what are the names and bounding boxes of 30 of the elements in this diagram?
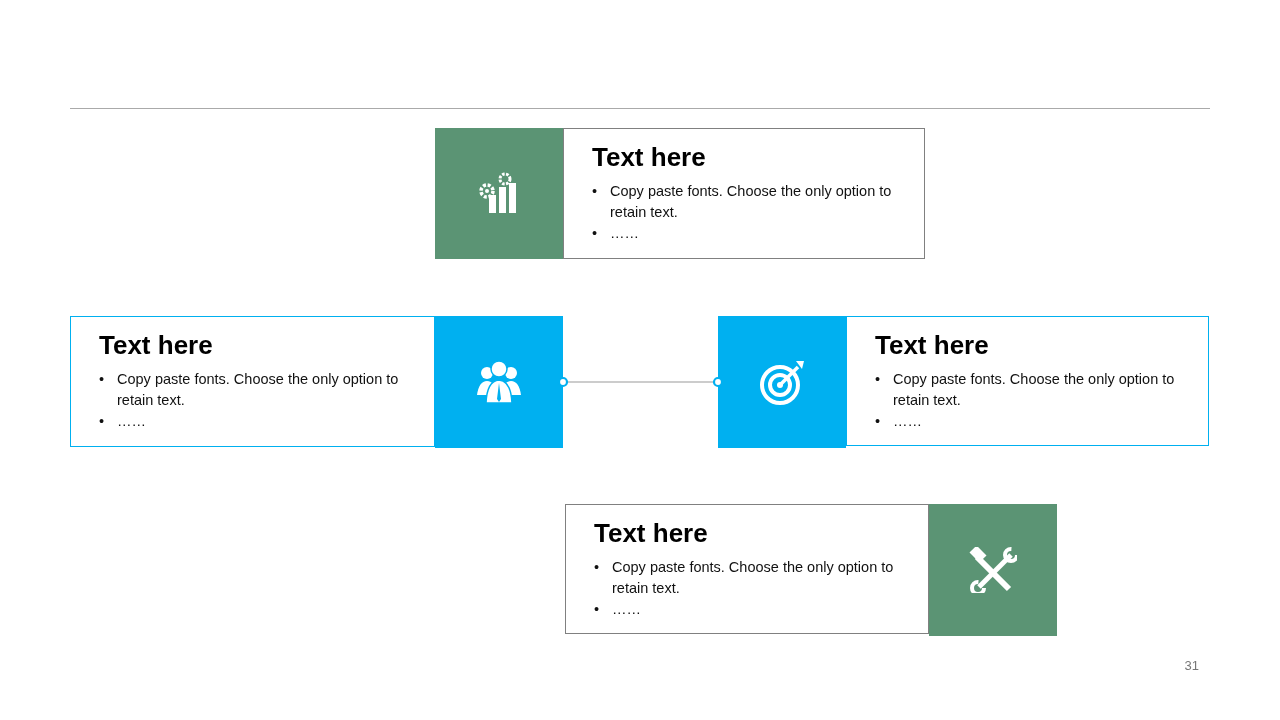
text-card — [70, 316, 435, 447]
bullet-text: …… — [612, 600, 641, 619]
icon-tile — [435, 128, 563, 259]
bullet-text: Copy paste fonts. Choose the only option to retain text. — [610, 182, 893, 222]
icon-tile — [435, 316, 563, 448]
bullet-mark: • — [592, 182, 599, 201]
bullet-mark: • — [99, 370, 106, 389]
text-card — [846, 316, 1209, 446]
page-number: 31 — [1184, 658, 1199, 673]
bullet-text: …… — [117, 412, 146, 431]
card-heading: Text here — [99, 329, 213, 361]
card-heading: Text here — [592, 141, 706, 173]
bullet-mark: • — [875, 370, 882, 389]
bullet-text: Copy paste fonts. Choose the only option to retain text. — [612, 558, 895, 598]
bullet-mark: • — [875, 412, 882, 431]
connector-line — [557, 376, 724, 388]
text-card — [565, 504, 929, 634]
bullet-text: …… — [893, 412, 922, 431]
bullet-text: Copy paste fonts. Choose the only option to retain text. — [893, 370, 1176, 410]
icon-tile — [929, 504, 1057, 636]
bullet-text: Copy paste fonts. Choose the only option to retain text. — [117, 370, 400, 410]
bullet-mark: • — [594, 600, 601, 619]
icon-tile — [718, 316, 846, 448]
bullet-mark: • — [592, 224, 599, 243]
text-card — [563, 128, 925, 259]
card-heading: Text here — [594, 517, 708, 549]
bullet-mark: • — [594, 558, 601, 577]
bullet-mark: • — [99, 412, 106, 431]
card-heading: Text here — [875, 329, 989, 361]
bullet-text: …… — [610, 224, 639, 243]
